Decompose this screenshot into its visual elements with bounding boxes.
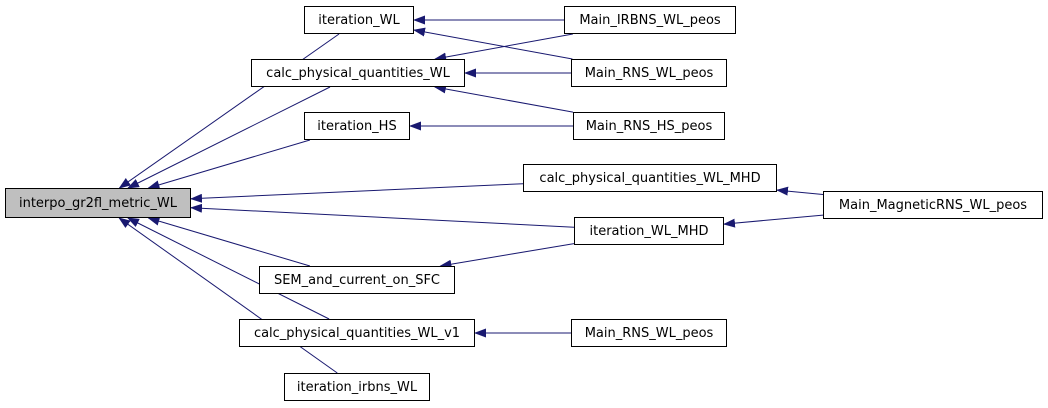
edge-calcwl-to-interpo	[127, 86, 331, 189]
node-main-rns-hs-peos[interactable]: Main_RNS_HS_peos	[573, 112, 725, 140]
edge-itermhd-to-sem	[439, 243, 575, 269]
edge-mainmag-to-calcmhd	[776, 186, 824, 196]
edge-itermhd-to-interpo	[190, 203, 575, 228]
node-main-irbns-wl-peos[interactable]: Main_IRBNS_WL_peos	[564, 6, 736, 34]
node-iteration-hs[interactable]: iteration_HS	[304, 112, 410, 140]
node-calc-physical-quantities-wl[interactable]: calc_physical_quantities_WL	[251, 59, 465, 87]
edge-sem-to-interpo	[147, 216, 311, 267]
node-main-rns-wl-peos-2[interactable]: Main_RNS_WL_peos	[571, 319, 727, 347]
edge-calcv1-to-interpo	[126, 217, 330, 320]
edge-mainhs-to-calcwl	[433, 84, 574, 113]
node-main-magneticrns-wl-peos[interactable]: Main_MagneticRNS_WL_peos	[823, 191, 1043, 219]
edge-mainmag-to-itermhd	[723, 214, 824, 228]
edge-calcmhd-to-interpo	[190, 183, 524, 203]
node-iteration-wl[interactable]: iteration_WL	[304, 6, 414, 34]
edge-iterwl-to-interpo	[118, 33, 340, 189]
node-calc-physical-quantities-wl-v1[interactable]: calc_physical_quantities_WL_v1	[239, 319, 475, 347]
edge-iterirbns-to-interpo	[118, 217, 338, 374]
focus-node-interpo-gr2fl-metric-wl: interpo_gr2fl_metric_WL	[5, 188, 191, 218]
node-iteration-wl-mhd[interactable]: iteration_WL_MHD	[574, 217, 724, 245]
edge-iterhs-to-interpo	[147, 139, 311, 190]
node-main-rns-wl-peos[interactable]: Main_RNS_WL_peos	[571, 59, 727, 87]
node-iteration-irbns-wl[interactable]: iteration_irbns_WL	[284, 373, 430, 401]
node-sem-and-current-on-sfc[interactable]: SEM_and_current_on_SFC	[259, 266, 455, 294]
edge-mainirbns-to-calcwl	[434, 33, 573, 62]
edge-mainrns1-to-iterwl	[413, 27, 573, 60]
node-calc-physical-quantities-wl-mhd[interactable]: calc_physical_quantities_WL_MHD	[523, 164, 777, 192]
